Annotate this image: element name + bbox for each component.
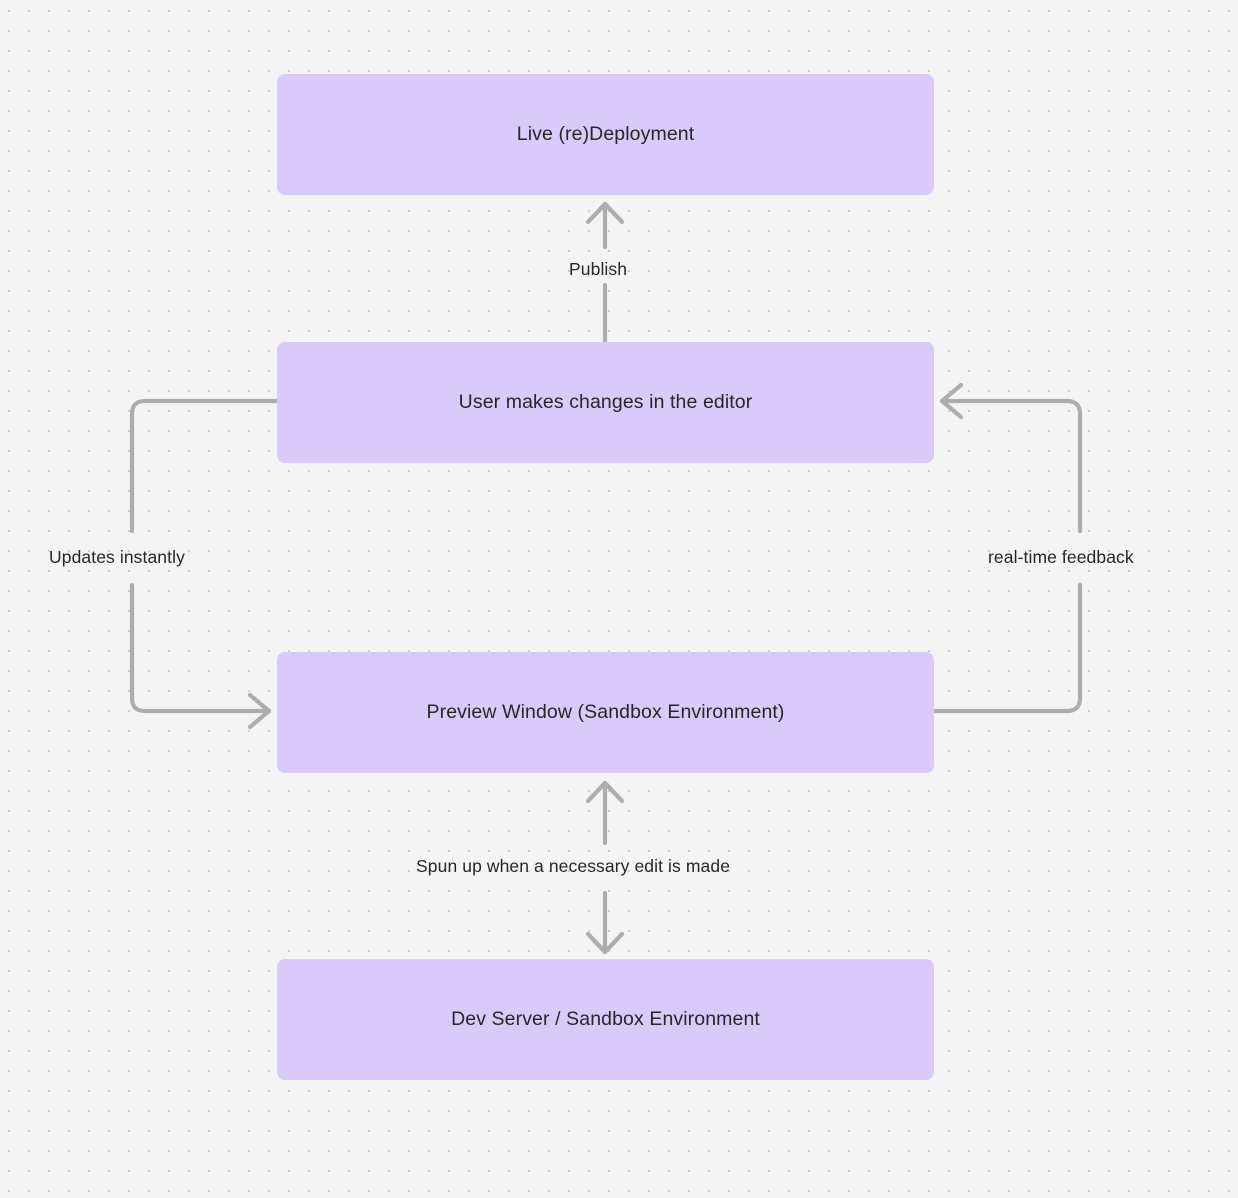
node-user-editor[interactable]: User makes changes in the editor xyxy=(277,342,934,463)
edge-label-updates-instantly: Updates instantly xyxy=(49,547,185,567)
edge-label-spun-up: Spun up when a necessary edit is made xyxy=(416,856,731,876)
node-label: Preview Window (Sandbox Environment) xyxy=(426,700,785,723)
node-preview-window[interactable]: Preview Window (Sandbox Environment) xyxy=(277,652,934,773)
edge-label-publish: Publish xyxy=(569,259,628,279)
edge-label-real-time-feedback: real-time feedback xyxy=(988,547,1134,567)
node-label: Dev Server / Sandbox Environment xyxy=(451,1007,760,1030)
node-dev-server[interactable]: Dev Server / Sandbox Environment xyxy=(277,959,934,1080)
node-label: Live (re)Deployment xyxy=(516,122,695,145)
node-label: User makes changes in the editor xyxy=(458,390,753,413)
node-live-deployment[interactable]: Live (re)Deployment xyxy=(277,74,934,195)
